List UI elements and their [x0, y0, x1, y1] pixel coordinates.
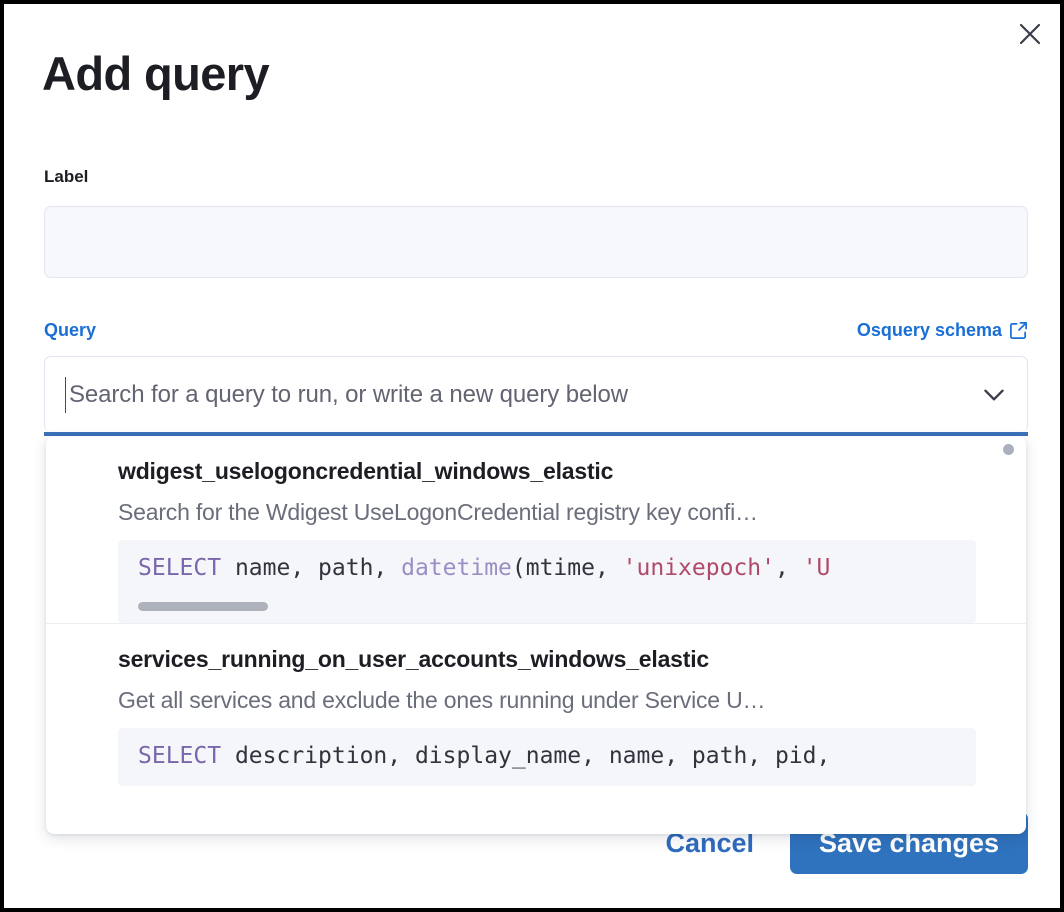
query-suggestion-title: wdigest_uselogoncredential_windows_elast…: [118, 458, 614, 484]
query-suggestion-description: Get all services and exclude the ones ru…: [118, 686, 766, 713]
query-header-row: Query Osquery schema: [44, 316, 1028, 344]
code-horizontal-scrollbar[interactable]: [138, 602, 268, 612]
close-icon: [1017, 21, 1043, 47]
query-suggestion-code[interactable]: SELECT name, path, datetime(mtime, 'unix…: [118, 540, 976, 624]
close-dialog-button[interactable]: [1008, 12, 1052, 56]
text-caret: [65, 377, 66, 413]
query-search-combobox[interactable]: Search for a query to run, or write a ne…: [44, 356, 1028, 432]
code-padding: [138, 772, 976, 786]
query-suggestion-item[interactable]: services_running_on_user_accounts_window…: [46, 623, 1026, 787]
sql-code-text: SELECT description, display_name, name, …: [138, 743, 831, 770]
osquery-schema-link[interactable]: Osquery schema: [857, 320, 1028, 341]
osquery-schema-link-label: Osquery schema: [856, 319, 1002, 340]
external-link-icon: [1009, 321, 1028, 340]
query-suggestion-code[interactable]: SELECT description, display_name, name, …: [118, 728, 976, 787]
sql-code-text: SELECT name, path, datetime(mtime, 'unix…: [138, 555, 831, 582]
query-field-legend: Query: [44, 319, 97, 340]
query-suggestion-item[interactable]: wdigest_uselogoncredential_windows_elast…: [46, 436, 1026, 624]
query-search-placeholder: Search for a query to run, or write a ne…: [69, 380, 628, 408]
combobox-focus-underline: [44, 432, 1028, 436]
query-suggestion-description: Search for the Wdigest UseLogonCredentia…: [118, 498, 758, 525]
query-suggestion-title: services_running_on_user_accounts_window…: [118, 646, 709, 673]
dropdown-scroll-indicator[interactable]: [1003, 444, 1014, 455]
chevron-down-icon[interactable]: [979, 380, 1009, 410]
label-field-label: Label: [44, 167, 89, 186]
label-input[interactable]: [44, 206, 1028, 278]
query-suggestion-list: wdigest_uselogoncredential_windows_elast…: [46, 436, 1026, 787]
page-title: Add query: [42, 47, 270, 100]
query-suggestions-dropdown[interactable]: wdigest_uselogoncredential_windows_elast…: [46, 436, 1026, 834]
